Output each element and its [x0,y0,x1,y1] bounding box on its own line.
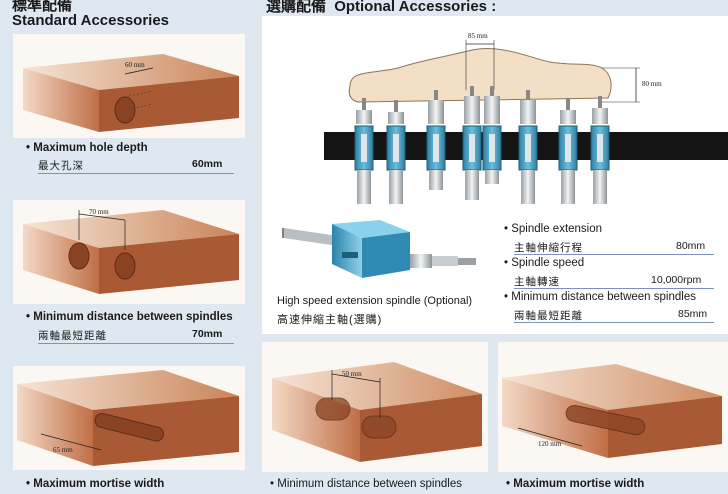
spec-extension-value: 80mm [676,240,706,252]
divider [514,288,714,289]
hole-depth-label-zh: 最大孔深 [38,160,84,172]
standard-title-zh: 標準配備 [12,0,73,14]
optional-title: 選購配備 Optional Accessories : [266,0,496,16]
spec-speed-value: 10,000rpm [651,274,702,286]
extension-spindle-caption-zh: 高速伸縮主軸(選購) [277,314,383,326]
spindle-distance-dim: 70 mm [89,208,109,216]
spindle-row [354,86,610,204]
hole-depth-illustration: 60 mm [23,54,239,132]
hole-depth-panel: 60 mm [13,34,245,138]
spindle-distance-illustration: 70 mm [23,208,239,294]
spindle-spacing-dim: 85 mm [468,32,488,40]
optional-title-colon: : [491,0,497,15]
spec-distance-label: Minimum distance between spindles [504,291,696,303]
spec-extension-label: Spindle extension [504,223,602,235]
divider [38,173,234,174]
optional-title-zh: 選購配備 [266,0,327,15]
mortise-width-dim: 65 mm [53,446,73,454]
spec-speed-label: Spindle speed [504,257,584,269]
optional-spindle-distance-illustration: 50 mm [272,362,482,462]
hole-depth-label: Maximum hole depth [26,142,147,154]
extension-dim: 80 mm [642,80,662,88]
spec-speed-label-zh: 主軸轉速 [514,276,560,288]
spindle-distance-label-zh: 兩軸最短距離 [38,330,107,342]
mortise-width-illustration: 65 mm [17,370,239,466]
divider [514,322,714,323]
extension-spindle-caption-en: High speed extension spindle (Optional) [277,295,473,307]
spindle-distance-value: 70mm [192,328,223,340]
divider [514,254,714,255]
hole-depth-value: 60mm [192,158,223,170]
optional-title-en: Optional Accessories [334,0,488,15]
spindle-assembly-illustration: 85 mm 80 mm [282,32,728,278]
standard-title-en: Standard Accessories [12,12,170,29]
optional-mortise-width-panel: 120 mm [498,342,728,472]
optional-mortise-width-illustration: 120 mm [502,364,722,458]
spec-distance-value: 85mm [678,308,708,320]
mortise-width-label: Maximum mortise width [26,478,164,490]
optional-mortise-width-label: Maximum mortise width [506,478,644,490]
spindle-distance-label: Minimum distance between spindles [26,311,232,323]
spindle-distance-panel: 70 mm [13,200,245,304]
spec-distance-label-zh: 兩軸最短距離 [514,310,583,322]
optional-spindle-distance-label: Minimum distance between spindles [270,478,462,490]
optional-spindle-distance-dim: 50 mm [342,370,362,378]
divider [38,343,234,344]
optional-main-panel: 85 mm 80 mm [262,16,728,334]
optional-spindle-distance-panel: 50 mm [262,342,488,472]
optional-mortise-width-dim: 120 mm [538,440,562,448]
extension-spindle-image [282,220,476,278]
hole-depth-dim: 60 mm [125,61,145,69]
mortise-width-panel: 65 mm [13,366,245,470]
spec-extension-label-zh: 主軸伸縮行程 [514,242,583,254]
